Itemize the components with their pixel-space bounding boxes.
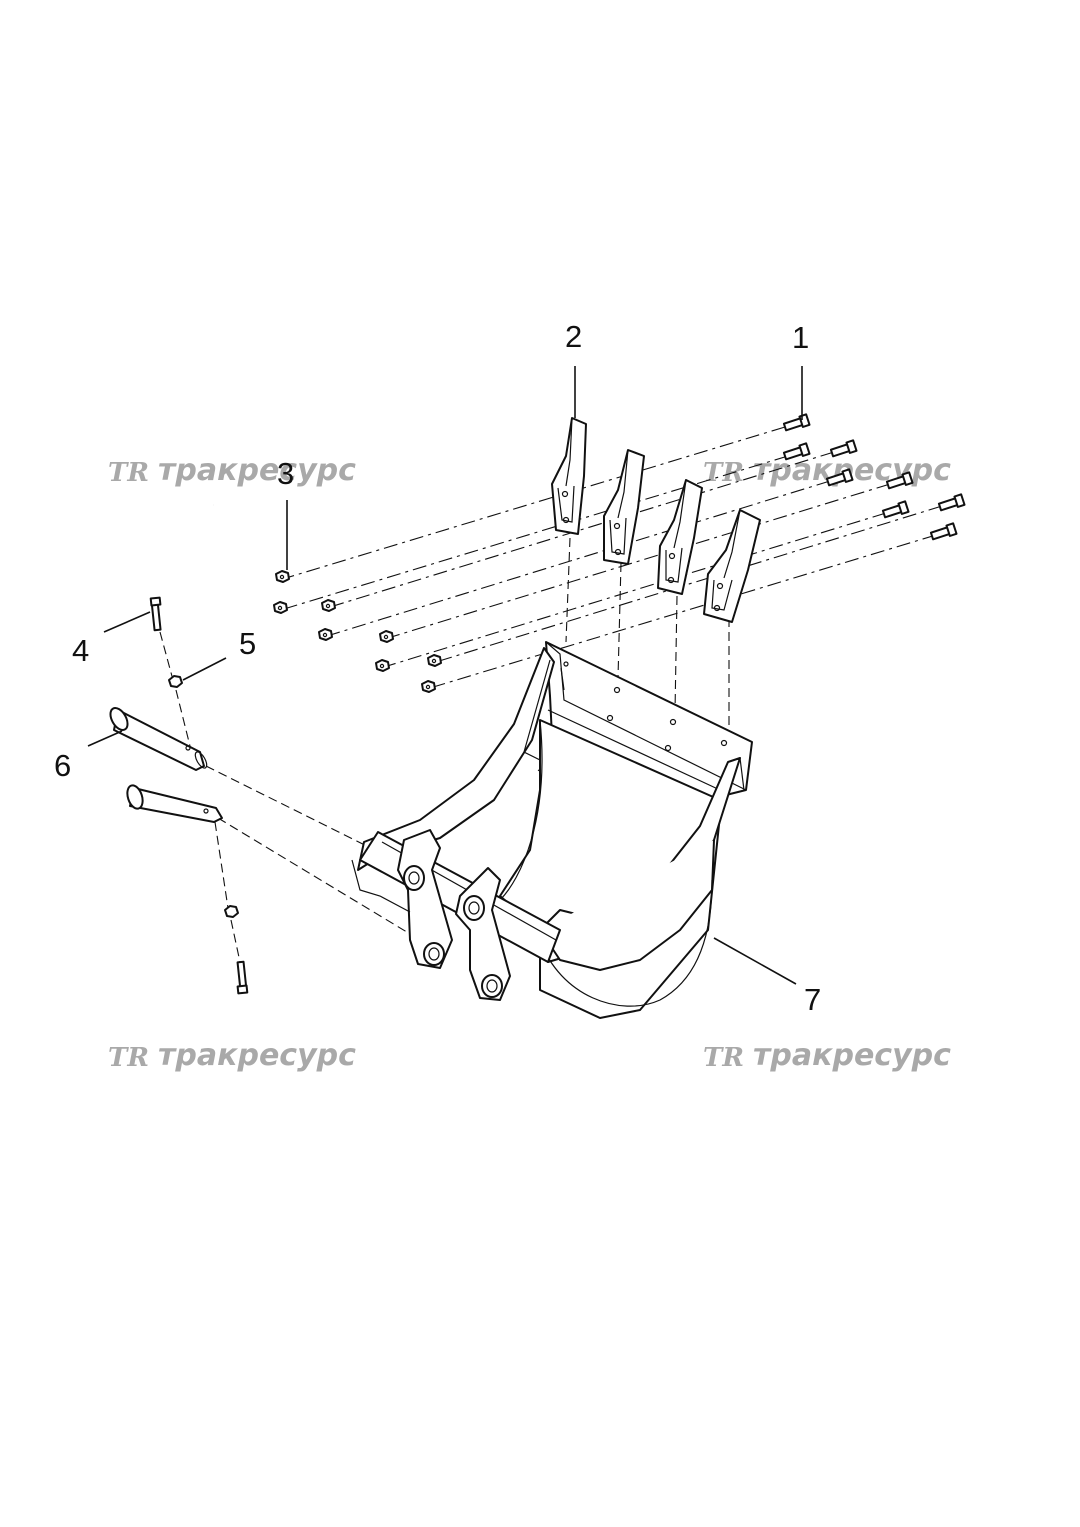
tooth-icon: [603, 449, 645, 565]
nut-icon: [275, 570, 290, 583]
bolt-icon: [881, 500, 910, 519]
nut-icon: [318, 628, 333, 641]
watermark-text: тракресурс: [753, 453, 951, 488]
nuts: [273, 570, 442, 693]
rod-icon: [149, 596, 162, 632]
nut-icon: [273, 601, 288, 614]
bolt-icon: [782, 442, 811, 461]
nut-icon: [321, 599, 336, 612]
watermark-text: тракресурс: [753, 1038, 951, 1073]
nut-icon: [421, 680, 436, 693]
callout-1: 1: [792, 320, 809, 355]
nut-icon: [427, 654, 442, 667]
lug-icon: [397, 829, 453, 969]
lug-icon: [455, 867, 511, 1001]
callout-5: 5: [239, 626, 256, 661]
teeth: [551, 417, 761, 623]
bolt-icon: [885, 471, 914, 490]
callout-3: 3: [277, 456, 294, 491]
watermark-text: тракресурс: [158, 1038, 356, 1073]
bolt-icon: [829, 439, 858, 458]
watermark-top-right: TR тракресурс: [703, 453, 951, 488]
nut-icon: [375, 659, 390, 672]
watermark-bottom-left: TR тракресурс: [108, 1038, 356, 1073]
nut-icon: [224, 905, 239, 918]
watermark-text: тракресурс: [158, 453, 356, 488]
callout-4: 4: [72, 633, 89, 668]
watermark-bottom-right: TR тракресурс: [703, 1038, 951, 1073]
watermark-top-left: TR тракресурс: [108, 453, 356, 488]
watermark-logo: TR: [108, 458, 149, 488]
bolt-icon: [937, 493, 966, 512]
tooth-icon: [657, 479, 703, 595]
callout-2: 2: [565, 319, 582, 354]
nut-icon: [168, 675, 183, 688]
callout-7: 7: [804, 982, 821, 1017]
pin-icon: [126, 784, 223, 823]
watermark-logo: TR: [703, 1043, 744, 1073]
callout-6: 6: [54, 748, 71, 783]
tooth-icon: [703, 509, 761, 623]
leader-lines: [87, 366, 803, 985]
bolt-icon: [929, 522, 958, 541]
bolt-icon: [782, 413, 811, 432]
callouts: 1 2 3 4 5 6 7: [54, 319, 821, 1017]
bolt-icon: [825, 468, 854, 487]
watermark-logo: TR: [108, 1043, 149, 1073]
tooth-icon: [551, 417, 587, 535]
pin-hardware: [109, 596, 249, 995]
pin-icon: [109, 707, 208, 771]
rod-icon: [236, 960, 249, 995]
watermark-logo: TR: [703, 458, 744, 488]
bucket-icon: [351, 641, 753, 1019]
nut-icon: [379, 630, 394, 643]
